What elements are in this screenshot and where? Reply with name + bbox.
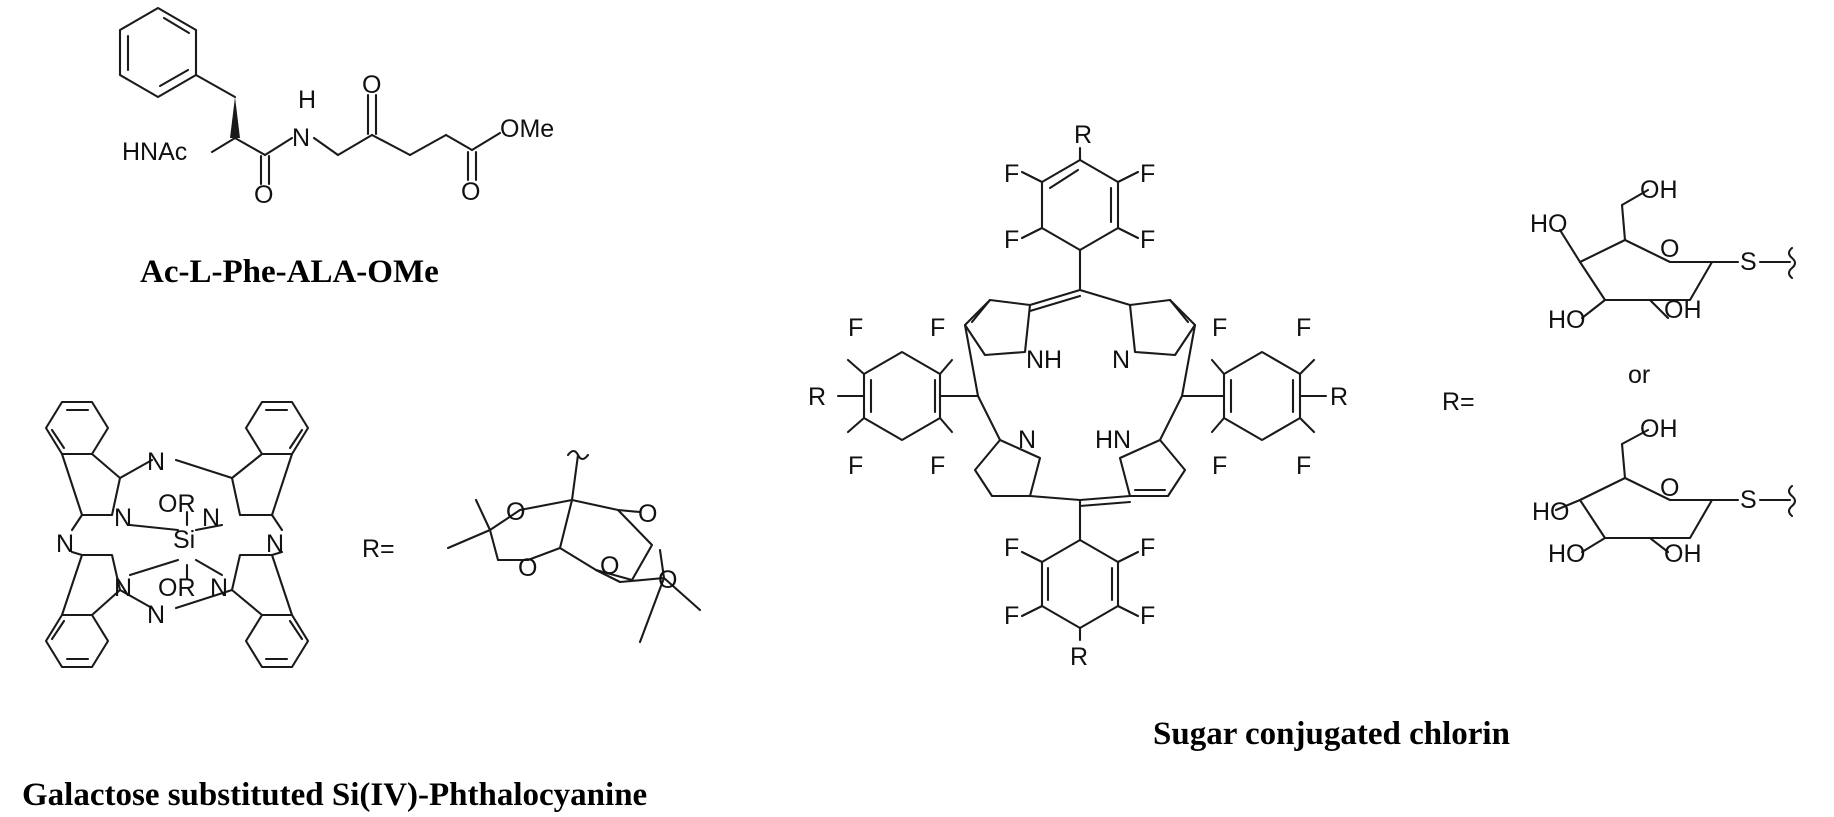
gal-o-ring: O: [638, 500, 657, 528]
chl-n-top-label: N: [1112, 346, 1130, 374]
chl-f-16: F: [1140, 602, 1155, 630]
or-top-label: OR: [158, 490, 196, 518]
chlorin-structure: [836, 146, 1328, 642]
chl-f-8: F: [930, 452, 945, 480]
ester-o-label: O: [461, 178, 480, 206]
chl-f-1: F: [1004, 160, 1019, 188]
amide-h-label: H: [298, 86, 316, 114]
sugar1-ho-bottom: HO: [1548, 306, 1586, 334]
phe-ala-structure: [118, 6, 502, 186]
amide-o-label: O: [254, 181, 273, 209]
sugar2-oh-top: OH: [1640, 415, 1678, 443]
sugar2-s: S: [1740, 486, 1757, 514]
or-word: or: [1628, 361, 1650, 389]
gal-o-1: O: [506, 498, 525, 526]
chl-nh-label: NH: [1026, 346, 1062, 374]
chl-hn-label: HN: [1095, 426, 1131, 454]
thiosugar-bottom: [1554, 428, 1797, 554]
pc-meso-n-bottom: N: [147, 601, 165, 629]
phthalocyanine-caption: Galactose substituted Si(IV)-Phthalocyan…: [22, 777, 647, 813]
sugar1-oh-top: OH: [1640, 176, 1678, 204]
chl-f-3: F: [1004, 226, 1019, 254]
gal-o-3: O: [600, 552, 619, 580]
chl-f-6: F: [930, 314, 945, 342]
pc-meso-n-left: N: [56, 530, 74, 558]
hnac-label: HNAc: [122, 138, 187, 166]
phe-ala-caption: Ac-L-Phe-ALA-OMe: [140, 254, 439, 290]
ketone-o-label: O: [362, 71, 381, 99]
pc-inner-n-tl: N: [114, 504, 132, 532]
chl-r-left: R: [808, 383, 826, 411]
chl-f-12: F: [1296, 452, 1311, 480]
sugar2-ring-o: O: [1660, 474, 1679, 502]
pc-r-equals: R=: [362, 535, 395, 563]
pc-inner-n-br: N: [210, 574, 228, 602]
chl-f-11: F: [1212, 452, 1227, 480]
or-bottom-label: OR: [158, 574, 196, 602]
chl-f-5: F: [848, 314, 863, 342]
galactose-substituent: [446, 449, 702, 644]
chl-f-15: F: [1004, 602, 1019, 630]
chl-r-right: R: [1330, 383, 1348, 411]
sugar1-s: S: [1740, 248, 1757, 276]
chl-f-9: F: [1212, 314, 1227, 342]
si-label: Si: [173, 526, 195, 554]
chl-f-10: F: [1296, 314, 1311, 342]
chl-f-14: F: [1140, 534, 1155, 562]
sugar2-ho-left: HO: [1532, 498, 1570, 526]
chl-r-bottom: R: [1070, 643, 1088, 671]
pc-meso-n-right: N: [266, 530, 284, 558]
gal-o-2: O: [518, 554, 537, 582]
ome-label: OMe: [500, 115, 554, 143]
chl-n-bottom-label: N: [1018, 426, 1036, 454]
chl-f-4: F: [1140, 226, 1155, 254]
sugar2-ho-bottom: HO: [1548, 540, 1586, 568]
chlorin-caption: Sugar conjugated chlorin: [1153, 716, 1510, 752]
sugar1-ho-left: HO: [1530, 210, 1568, 238]
pc-inner-n-bl: N: [114, 574, 132, 602]
chl-r-equals: R=: [1442, 388, 1475, 416]
pc-meso-n-top: N: [147, 448, 165, 476]
chl-f-13: F: [1004, 534, 1019, 562]
thiosugar-top: [1558, 188, 1797, 320]
gal-o-4: O: [658, 566, 677, 594]
chl-f-2: F: [1140, 160, 1155, 188]
amide-n-label: N: [292, 124, 310, 152]
pc-inner-n-tr: N: [202, 504, 220, 532]
sugar1-ring-o: O: [1660, 235, 1679, 263]
chl-r-top: R: [1074, 121, 1092, 149]
phthalocyanine-structure: [44, 400, 310, 669]
sugar1-oh-bottom: OH: [1664, 296, 1702, 324]
sugar2-oh-bottom: OH: [1664, 540, 1702, 568]
chl-f-7: F: [848, 452, 863, 480]
